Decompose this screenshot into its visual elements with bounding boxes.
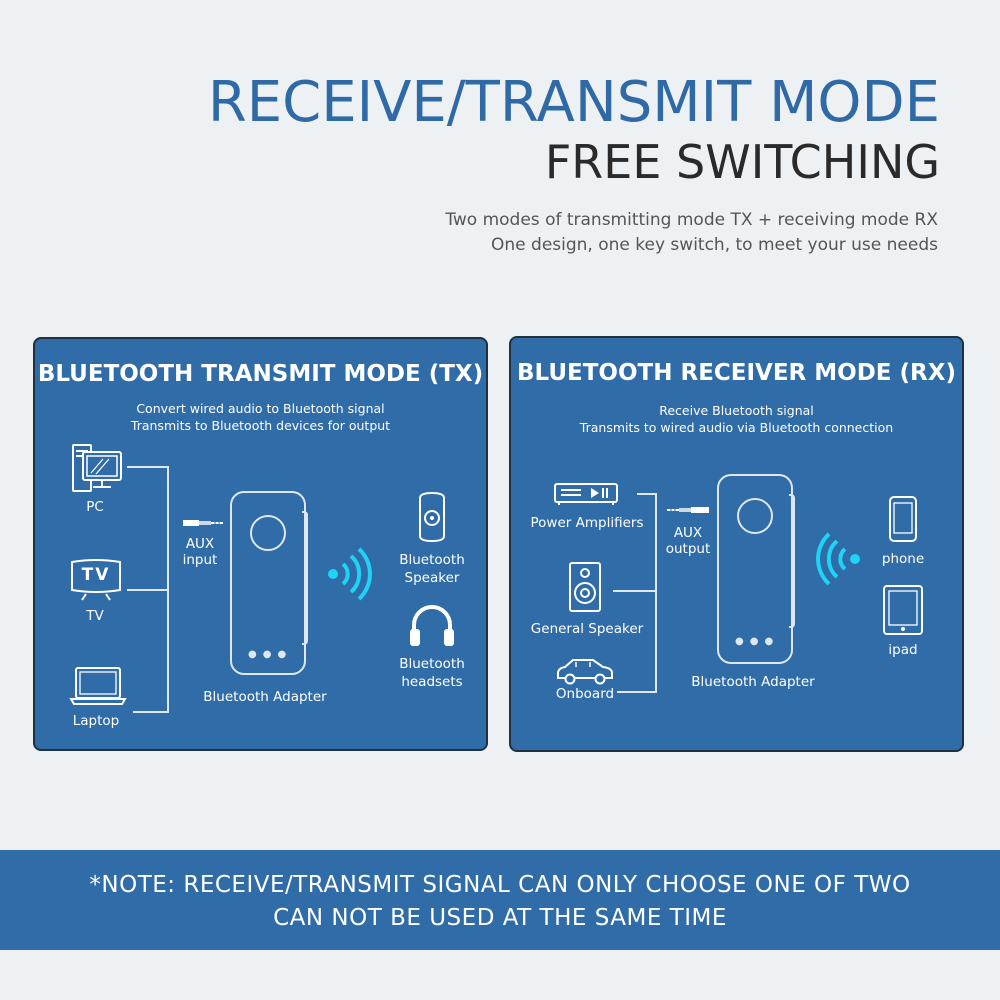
aux-input-label: AUX input [175, 536, 225, 568]
aux-label-line-1: AUX [185, 536, 215, 552]
aux-cable-icon [667, 507, 709, 513]
connector-line [133, 711, 169, 713]
aux-label-line-2: output [665, 541, 711, 557]
description-line-1: Two modes of transmitting mode TX + rece… [445, 210, 938, 230]
output-label-amplifiers: Power Amplifiers [530, 515, 644, 531]
output-label-speaker: Bluetooth Speaker [392, 551, 472, 587]
indicator-dots-icon: ●●● [735, 636, 780, 647]
adapter-side-switch [302, 511, 308, 645]
general-speaker-icon [569, 562, 601, 612]
aux-cable-icon [183, 520, 223, 526]
connector-line [613, 590, 657, 592]
speaker-label-line-2: Speaker [404, 570, 460, 586]
output-label-general-speaker: General Speaker [530, 621, 644, 637]
rx-desc-line-2: Transmits to wired audio via Bluetooth c… [579, 420, 894, 435]
output-label-headsets: Bluetooth headsets [392, 655, 472, 691]
connector-line [617, 691, 657, 693]
tx-desc-line-2: Transmits to Bluetooth devices for outpu… [130, 418, 391, 433]
page-title: RECEIVE/TRANSMIT MODE [207, 70, 940, 135]
note-line-2: CAN NOT BE USED AT THE SAME TIME [273, 905, 727, 931]
source-label-phone: phone [881, 551, 925, 567]
aux-output-label: AUX output [663, 525, 713, 557]
source-label-laptop: Laptop [72, 713, 120, 729]
bluetooth-adapter-device: ●●● [717, 474, 793, 664]
ipad-icon [883, 585, 923, 635]
pc-icon [72, 444, 122, 492]
transmit-mode-panel: BLUETOOTH TRANSMIT MODE (TX) Convert wir… [33, 337, 488, 751]
rx-desc-line-1: Receive Bluetooth signal [659, 403, 814, 418]
bluetooth-speaker-icon [419, 491, 445, 543]
car-icon [557, 659, 613, 685]
speaker-label-line-1: Bluetooth [399, 552, 465, 568]
headsets-label-line-2: headsets [401, 674, 463, 690]
aux-label-line-1: AUX [673, 525, 703, 541]
adapter-side-switch [789, 494, 795, 628]
note-line-1: *NOTE: RECEIVE/TRANSMIT SIGNAL CAN ONLY … [89, 872, 911, 898]
connector-line [637, 493, 657, 495]
output-label-onboard: Onboard [555, 686, 615, 702]
rx-panel-title: BLUETOOTH RECEIVER MODE (RX) [516, 360, 956, 386]
receiver-mode-panel: BLUETOOTH RECEIVER MODE (RX) Receive Blu… [509, 336, 964, 752]
source-label-tv: TV [86, 608, 104, 624]
bluetooth-headset-icon [410, 605, 454, 646]
laptop-icon [69, 667, 127, 705]
power-button-icon [250, 515, 286, 551]
bluetooth-signal-icon [328, 547, 372, 601]
tx-panel-title: BLUETOOTH TRANSMIT MODE (TX) [37, 361, 484, 387]
indicator-dots-icon: ●●● [248, 649, 293, 660]
source-label-ipad: ipad [888, 642, 918, 658]
bluetooth-signal-icon [816, 532, 860, 586]
note-banner: *NOTE: RECEIVE/TRANSMIT SIGNAL CAN ONLY … [0, 850, 1000, 950]
aux-label-line-2: input [182, 552, 218, 568]
tv-screen-text: TV [81, 565, 111, 585]
tv-icon: TV [69, 558, 123, 601]
connector-line [655, 493, 657, 693]
description-line-2: One design, one key switch, to meet your… [491, 235, 938, 255]
tx-desc-line-1: Convert wired audio to Bluetooth signal [136, 401, 385, 416]
connector-line [167, 466, 169, 713]
adapter-label: Bluetooth Adapter [691, 674, 815, 690]
source-label-pc: PC [86, 499, 104, 515]
connector-line [127, 589, 169, 591]
bluetooth-adapter-device: ●●● [230, 491, 306, 675]
connector-line [127, 466, 169, 468]
power-amplifier-icon [554, 483, 618, 505]
power-button-icon [737, 498, 773, 534]
phone-icon [889, 496, 917, 542]
adapter-label: Bluetooth Adapter [203, 689, 327, 705]
page-subtitle: FREE SWITCHING [544, 135, 940, 189]
headsets-label-line-1: Bluetooth [399, 656, 465, 672]
